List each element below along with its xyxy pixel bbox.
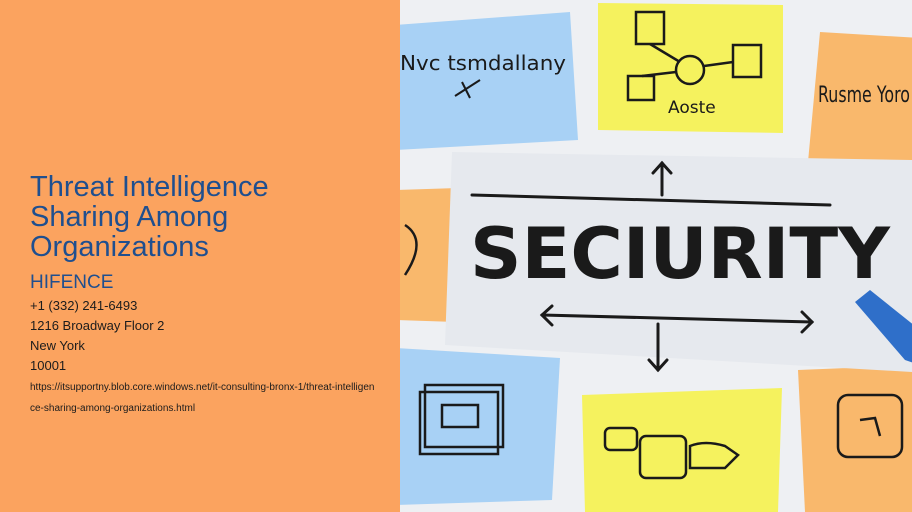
sticky-note-orange-top: [808, 32, 912, 170]
info-panel: Threat Intelligence Sharing Among Organi…: [0, 0, 400, 512]
sticky-note-orange-left: [400, 188, 458, 322]
plane-icon: [454, 79, 481, 99]
address-city: New York: [30, 338, 85, 353]
note-center-text: Aoste: [668, 98, 716, 118]
address-street: 1216 Broadway Floor 2: [30, 318, 165, 333]
sticky-note-blue-bottom: [400, 348, 560, 505]
page-url[interactable]: https://itsupportny.blob.core.windows.ne…: [30, 382, 375, 414]
security-illustration: SECIURITY Nvc tsmdallany Aoste Rusme Yor…: [400, 3, 912, 512]
phone-number: +1 (332) 241-6493: [30, 298, 138, 313]
marker-pen: [855, 290, 912, 363]
folder-doodle-icon: [836, 393, 904, 459]
tablet-doodle-icon: [418, 383, 505, 456]
sticky-note-orange-bottom: [798, 365, 912, 512]
company-name: HIFENCE: [30, 272, 114, 293]
security-word: SECIURITY: [470, 213, 891, 295]
sticky-note-yellow-bottom: [582, 388, 782, 512]
note-left-text: Nvc tsmdallany: [400, 51, 566, 75]
devices-doodle-icon: [603, 426, 740, 480]
network-doodle-icon: [626, 10, 763, 102]
page-title: Threat Intelligence Sharing Among Organi…: [30, 171, 269, 263]
curve-doodle-icon: [403, 223, 418, 276]
address-zip: 10001: [30, 358, 67, 373]
hero-image: SECIURITY Nvc tsmdallany Aoste Rusme Yor…: [400, 0, 912, 512]
note-right-text: Rusme Yoro: [818, 83, 910, 108]
sticky-note-blue-top: [400, 12, 578, 150]
